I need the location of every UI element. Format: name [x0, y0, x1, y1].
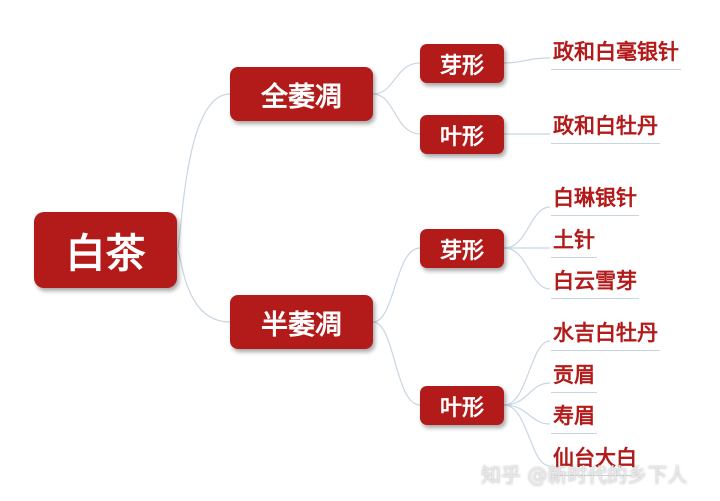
connector-leaf2-leaf4: [503, 404, 551, 467]
branch-label: 全萎凋: [261, 81, 342, 113]
connector-branch1-leaf: [372, 93, 421, 135]
leaf-item: 土针: [551, 224, 597, 258]
branch-label: 半萎凋: [261, 309, 342, 341]
subbranch-label: 叶形: [439, 124, 484, 150]
connector-root-branch2: [176, 249, 231, 323]
subbranch-node-bud: 芽形: [420, 44, 504, 83]
connector-branch1-bud: [372, 62, 421, 95]
connector-root-branch1: [176, 93, 231, 251]
subbranch-label: 芽形: [439, 53, 484, 79]
connector-branch2-leaf: [372, 321, 421, 406]
leaf-item: 白云雪芽: [551, 265, 639, 299]
watermark: 知乎 @新时代的乡下人: [481, 463, 688, 487]
branch-node-half-withering: 半萎凋: [230, 295, 373, 349]
connector-leaf2-leaf2: [503, 382, 551, 406]
subbranch-node-leaf: 叶形: [420, 115, 504, 154]
leaf-item: 白琳银针: [551, 182, 639, 216]
subbranch-node-leaf: 叶形: [420, 386, 504, 425]
subbranch-label: 叶形: [439, 395, 484, 421]
connector-leaf2-leaf1: [503, 340, 551, 406]
connector-bud2-leaf3: [503, 247, 551, 290]
leaf-item: 政和白毫银针: [551, 36, 681, 70]
connector-bud2-leaf1: [503, 206, 551, 249]
subbranch-node-bud: 芽形: [420, 229, 504, 268]
leaf-item: 政和白牡丹: [551, 110, 660, 144]
branch-node-full-withering: 全萎凋: [230, 67, 373, 121]
connector-leaf2-leaf3: [503, 404, 551, 425]
root-label: 白茶: [65, 231, 146, 277]
connector-branch2-bud: [372, 247, 421, 323]
connector-bud1-leaf1: [503, 57, 551, 64]
leaf-item: 仙台大白: [551, 442, 639, 476]
leaf-item: 水吉白牡丹: [551, 317, 660, 351]
leaf-item: 寿眉: [551, 400, 597, 434]
root-node: 白茶: [34, 212, 177, 288]
leaf-item: 贡眉: [551, 359, 597, 393]
subbranch-label: 芽形: [439, 238, 484, 264]
